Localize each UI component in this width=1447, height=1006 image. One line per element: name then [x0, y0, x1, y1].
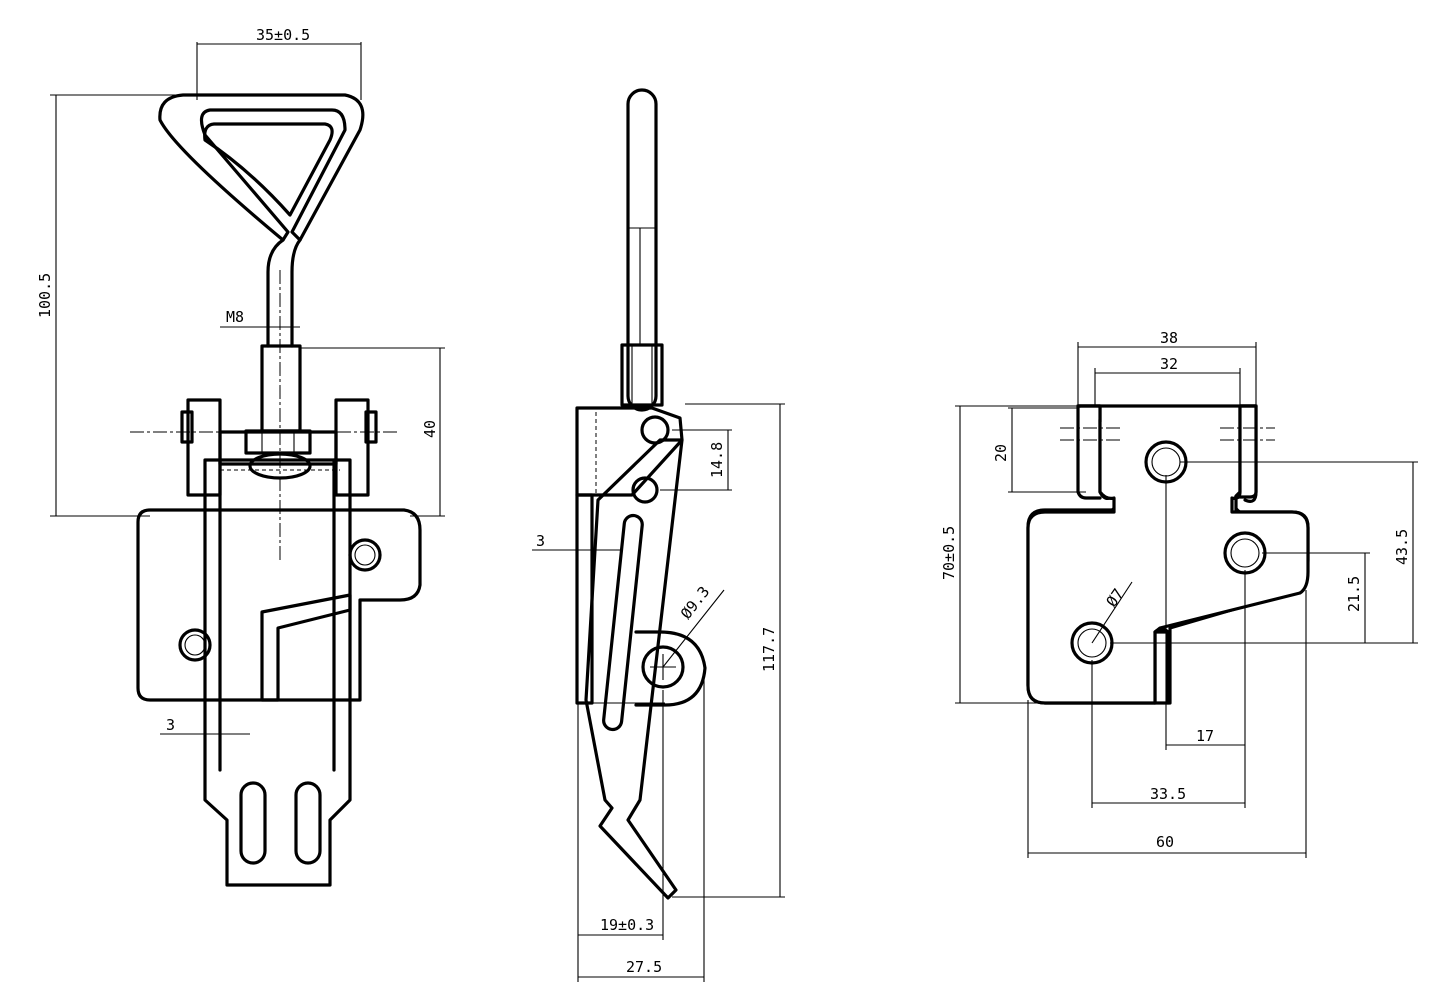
dim-front-height-40: 40 [421, 420, 439, 438]
dim-base-height-21: 21.5 [1345, 576, 1363, 612]
side-hook-hole [641, 645, 685, 689]
front-handle-bend [266, 238, 302, 348]
side-pivot-lower [631, 476, 659, 504]
base-plate-left-tab [1076, 404, 1102, 500]
dim-side-plate-thickness: 3 [536, 532, 545, 550]
dim-side-hole-diameter: Ø9.3 [677, 583, 713, 623]
dim-base-width-32: 32 [1160, 355, 1178, 373]
front-handle-inner [203, 122, 334, 217]
dim-base-height-43: 43.5 [1393, 529, 1411, 565]
front-right-bracket [334, 398, 370, 497]
side-lever-slot [602, 513, 644, 732]
front-right-bolt [364, 410, 378, 444]
dim-front-handle-width: 35±0.5 [256, 26, 310, 44]
dim-side-width-19: 19±0.3 [600, 916, 654, 934]
front-nut [244, 429, 312, 455]
dim-front-overall-height: 100.5 [36, 273, 54, 318]
side-base-plate [575, 493, 594, 705]
front-view: 35±0.5 100.5 M8 40 3 [36, 26, 445, 887]
side-hook-eye [634, 630, 707, 707]
base-plate-body [1026, 404, 1310, 705]
front-hook-slot [260, 593, 352, 702]
front-latch-body [203, 458, 352, 887]
dim-front-plate-thickness: 3 [166, 716, 175, 734]
front-base-plate [136, 508, 422, 702]
front-left-bolt [180, 410, 194, 444]
dim-base-width-17: 17 [1196, 727, 1214, 745]
dim-base-height-20: 20 [992, 444, 1010, 462]
side-rod [626, 88, 658, 412]
base-plate-view: 38 32 20 70±0.5 Ø7 43.5 21.5 17 [940, 329, 1418, 858]
side-lever [584, 438, 684, 900]
dim-base-height-70: 70±0.5 [940, 526, 958, 580]
dim-front-thread: M8 [226, 308, 244, 326]
front-threaded-rod [260, 344, 302, 433]
side-view: 14.8 3 Ø9.3 117.7 19±0.3 27.5 [532, 88, 785, 982]
dim-side-pin-offset: 14.8 [708, 442, 726, 478]
front-plate-hole-left [178, 628, 212, 662]
dim-base-width-33: 33.5 [1150, 785, 1186, 803]
dim-side-overall-height: 117.7 [760, 627, 778, 672]
dim-side-width-27: 27.5 [626, 958, 662, 976]
front-handle-outer [158, 93, 365, 242]
side-thread [620, 343, 664, 407]
front-toe-slot-left [239, 781, 267, 865]
dim-base-width-60: 60 [1156, 833, 1174, 851]
base-plate-slot [1153, 627, 1170, 705]
front-toe-slot-right [294, 781, 322, 865]
dim-base-width-38: 38 [1160, 329, 1178, 347]
